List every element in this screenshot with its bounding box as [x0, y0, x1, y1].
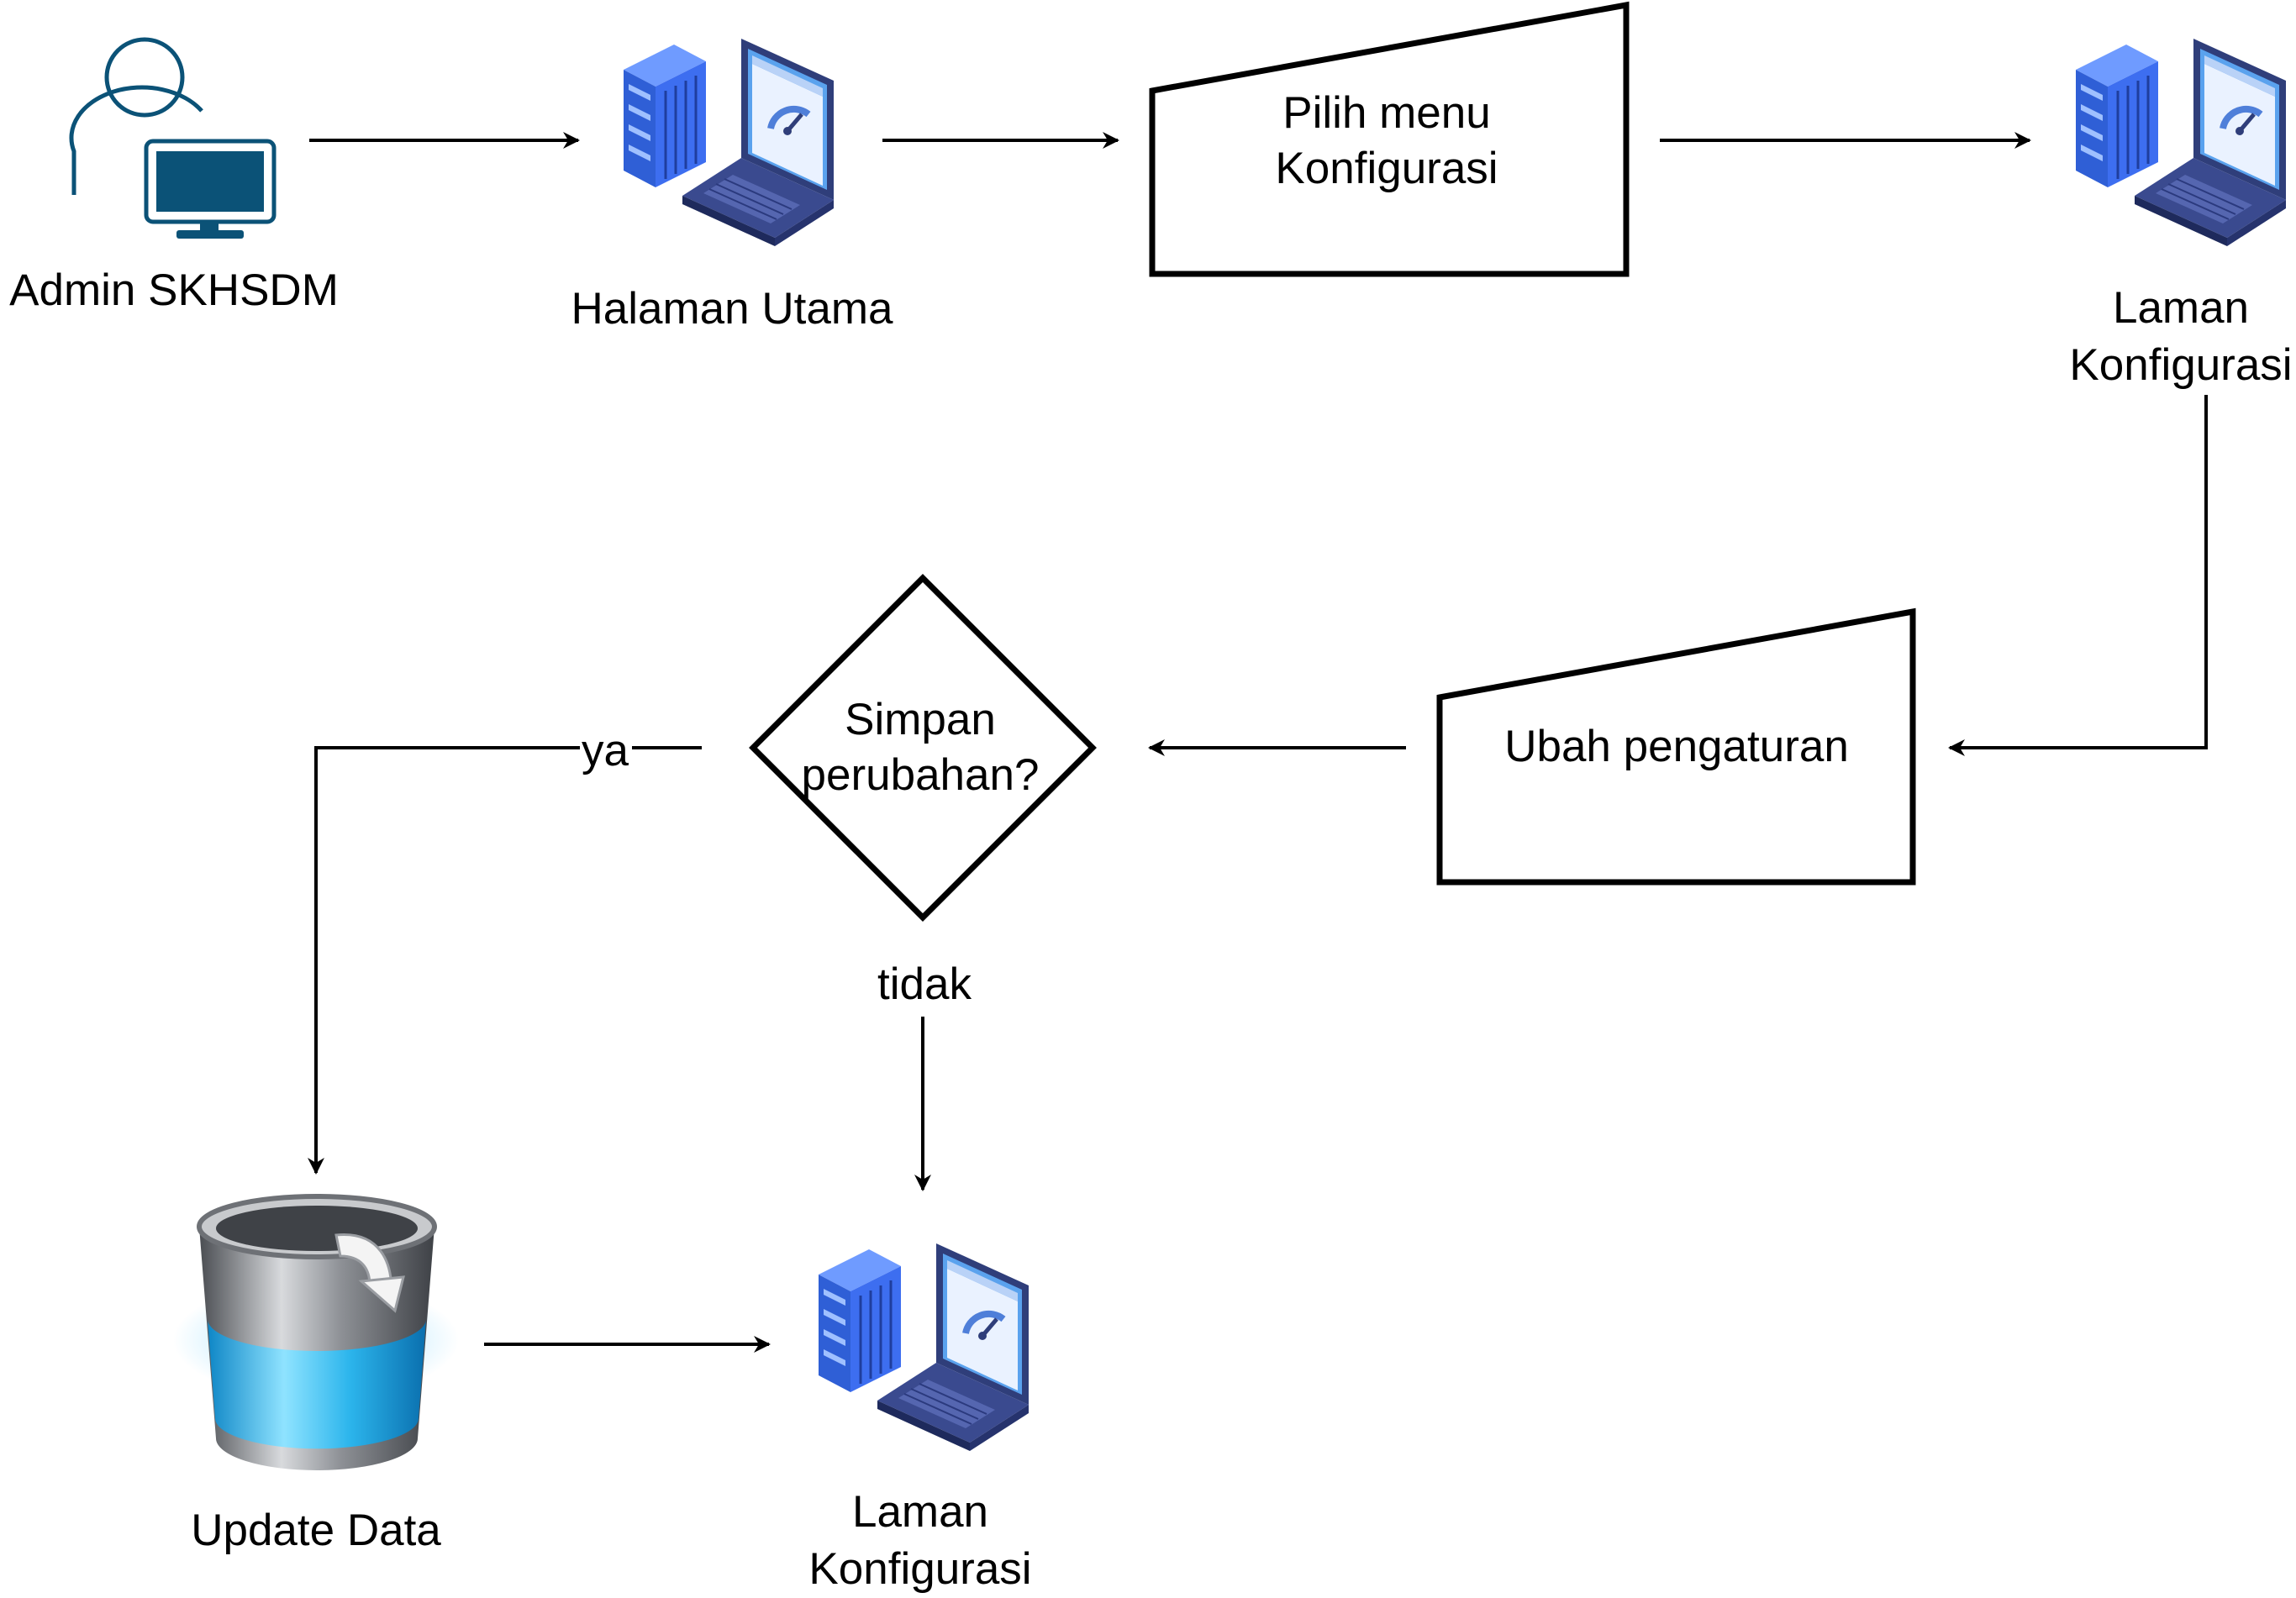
decision-diamond — [749, 574, 1097, 922]
config-page-2-label: Laman Konfigurasi — [773, 1484, 1067, 1598]
edge-label-yes: ya — [582, 726, 629, 775]
decision-label-line-1: Simpan — [845, 695, 996, 744]
choose-menu-label-line-1: Pilih menu — [1282, 88, 1491, 138]
config-page-1-label: Laman Konfigurasi — [2034, 280, 2296, 394]
manual-input-choose-menu — [1149, 1, 1630, 277]
decision-label-line-2: perubahan? — [801, 750, 1040, 800]
decision-label: Simpan perubahan? — [756, 692, 1084, 803]
choose-menu-label: Pilih menu Konfigurasi — [1193, 86, 1580, 197]
admin-user-computer-icon — [69, 37, 276, 239]
server-laptop-icon — [624, 39, 834, 246]
manual-input-change-settings — [1436, 607, 1916, 886]
choose-menu-label-line-2: Konfigurasi — [1275, 144, 1498, 193]
edges — [308, 132, 2208, 1353]
config-page-2-label-line-1: Laman — [851, 1487, 989, 1537]
config-page-1-label-line-1: Laman — [2112, 283, 2250, 333]
edge-label-no: tidak — [877, 959, 972, 1009]
admin-label: Admin SKHSDM — [9, 265, 339, 315]
config-page-2-label-line-2: Konfigurasi — [808, 1544, 1032, 1594]
edge-decision-yes-to-update-data — [308, 746, 702, 1175]
change-settings-label: Ubah pengaturan — [1504, 722, 1849, 771]
database-update-icon — [173, 1194, 459, 1470]
config-page-1-label-line-2: Konfigurasi — [2069, 340, 2293, 390]
server-laptop-icon — [819, 1243, 1029, 1451]
home-page-label: Halaman Utama — [571, 284, 893, 334]
edge-config-page-to-change-settings — [1948, 395, 2208, 756]
update-data-label: Update Data — [191, 1506, 441, 1555]
server-laptop-icon — [2076, 39, 2286, 246]
